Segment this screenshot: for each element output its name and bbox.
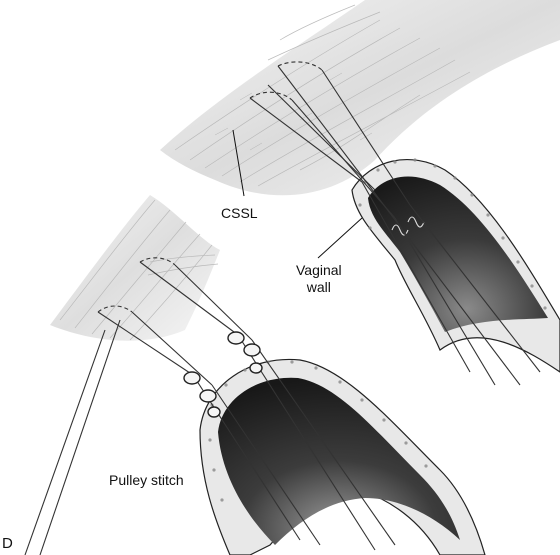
cssl-label: CSSL: [221, 205, 258, 221]
lower-vaginal-cuff: [199, 358, 486, 555]
lower-ligament: [50, 195, 220, 341]
upper-sutures: [249, 61, 541, 386]
upper-ligament: [160, 0, 560, 196]
pulley-loops: [183, 331, 263, 418]
upper-vaginal-cuff: [351, 158, 560, 373]
pulley-stitch-label: Pulley stitch: [109, 472, 184, 488]
panel-letter: D: [2, 535, 13, 552]
vaginal-wall-label-line2: wall: [306, 279, 331, 295]
leader-lines: [232, 129, 363, 259]
vaginal-wall-label: Vaginal wall: [296, 262, 342, 296]
vaginal-wall-label-line1: Vaginal: [296, 262, 342, 278]
